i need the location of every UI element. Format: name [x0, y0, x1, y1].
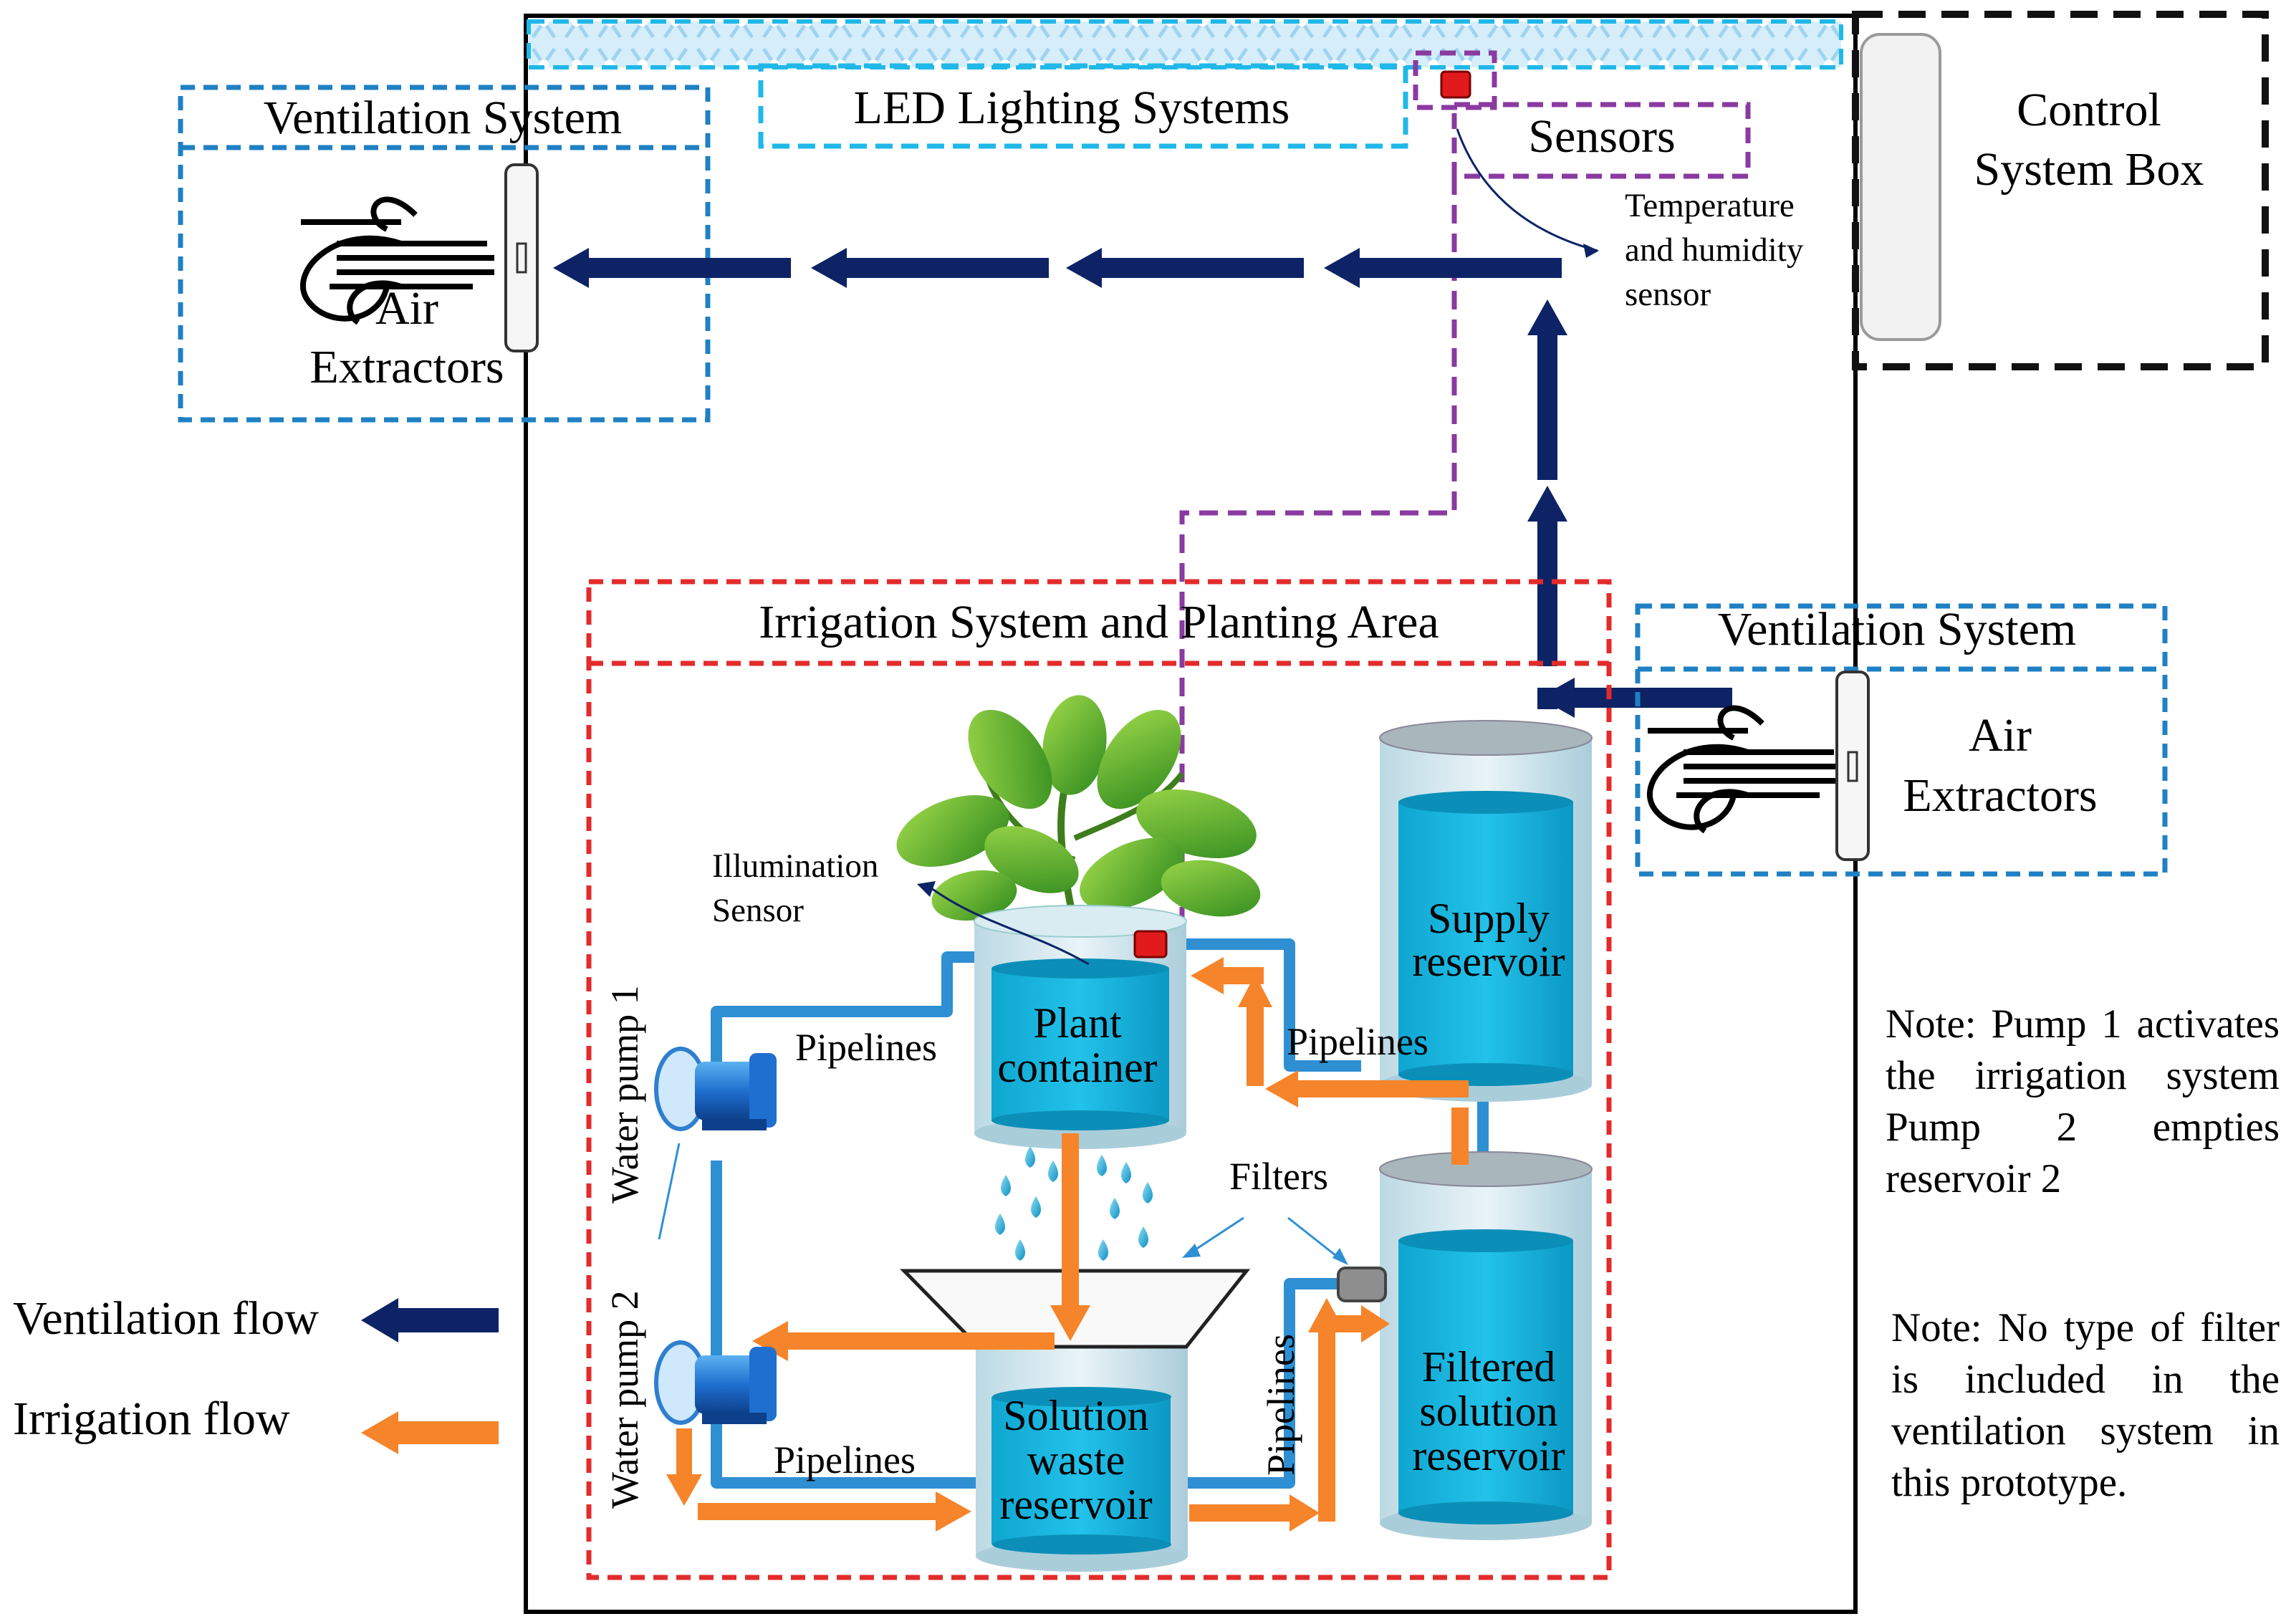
filtered-reservoir: [1379, 1151, 1593, 1540]
irrigation-area-box: [586, 579, 1612, 1580]
water-pump-icon: [654, 1340, 777, 1425]
sensor-icon: [1133, 930, 1168, 958]
filtered-reservoir-label-1: Filtered: [1422, 1343, 1556, 1390]
pipelines-label-1: Pipelines: [795, 1026, 937, 1069]
plant-container-label-1: Plant: [1033, 999, 1122, 1047]
illumination-sensor-pointer: [931, 887, 1090, 966]
sensors-label: Sensors: [1528, 110, 1675, 163]
ventilation-system-left-box: [178, 85, 711, 423]
legend: Ventilation flow Irrigation flow: [13, 1292, 499, 1454]
temp-sensor-label-2: and humidity: [1625, 231, 1804, 269]
water-pump-2-label: Water pump 2: [603, 1290, 646, 1509]
fan-wind-icon: [1647, 705, 1841, 834]
note-pump: Note: Pump 1 activates the irrigation sy…: [1886, 1001, 2280, 1201]
waste-reservoir-label-3: reservoir: [999, 1481, 1152, 1528]
air-extractor-icon: [504, 163, 539, 352]
led-lighting-box: [758, 63, 1408, 149]
air-extractors-right-label-2: Extractors: [1903, 769, 2097, 822]
control-panel-icon: [1860, 33, 1941, 341]
illumination-sensor-label-2: Sensor: [712, 892, 804, 929]
filtered-reservoir-label-2: solution: [1419, 1388, 1557, 1435]
air-extractors-left-label-1: Air: [375, 282, 438, 335]
filtered-reservoir-label-3: reservoir: [1412, 1432, 1565, 1479]
plant-container-label-2: container: [997, 1044, 1157, 1091]
ventilation-system-right-title: Ventilation System: [1718, 603, 2076, 655]
led-strip-icon: [527, 19, 1843, 69]
supply-reservoir-label-1: Supply: [1428, 895, 1550, 942]
control-box-label-1: Control: [2017, 84, 2161, 136]
led-lighting-label: LED Lighting Systems: [854, 82, 1290, 134]
legend-irrigation-label: Irrigation flow: [13, 1393, 290, 1445]
water-pump-1-label: Water pump 1: [603, 985, 646, 1203]
fan-wind-icon: [300, 196, 494, 325]
legend-irrigation-swatch: [361, 1411, 398, 1454]
air-extractor-icon: [1835, 671, 1870, 861]
waste-reservoir-label-2: waste: [1027, 1436, 1125, 1484]
irrigation-area-title: Irrigation System and Planting Area: [759, 596, 1439, 648]
filters-label: Filters: [1229, 1155, 1328, 1198]
waste-reservoir-label-1: Solution: [1003, 1392, 1148, 1439]
pipelines-label-2: Pipelines: [1287, 1020, 1428, 1063]
ventilation-flow-arrows: [553, 248, 1732, 718]
note-filter: Note: No type of filter is included in t…: [1891, 1305, 2280, 1505]
pipelines-label-3: Pipelines: [774, 1438, 916, 1481]
water-pump-icon: [654, 1047, 777, 1131]
irrigation-flow-arrows: [666, 957, 1469, 1532]
illumination-sensor-label-1: Illumination: [712, 847, 878, 885]
ventilation-system-left-title: Ventilation System: [264, 92, 622, 144]
legend-ventilation-swatch: [361, 1298, 398, 1342]
air-extractors-right-label-1: Air: [1969, 709, 2032, 761]
control-system-box: [1852, 11, 2269, 370]
temp-sensor-label-3: sensor: [1625, 276, 1711, 313]
sensor-icon: [1440, 70, 1471, 99]
temp-sensor-label-1: Temperature: [1625, 187, 1795, 224]
control-box-label-2: System Box: [1974, 143, 2204, 196]
plant-icon: [896, 695, 1261, 926]
water-droplets-icon: [995, 1146, 1153, 1261]
temp-sensor-pointer: [1456, 128, 1598, 252]
sensors-box: [1451, 102, 1751, 179]
supply-reservoir-label-2: reservoir: [1412, 938, 1565, 985]
filter-unit-icon: [1337, 1267, 1387, 1302]
pipelines-label-4: Pipelines: [1259, 1334, 1302, 1476]
waste-reservoir: [976, 1347, 1188, 1572]
ventilation-system-right-box: [1635, 603, 2168, 877]
legend-ventilation-label: Ventilation flow: [13, 1292, 319, 1345]
sensor-mount-box: [1413, 50, 1497, 110]
air-extractors-left-label-2: Extractors: [309, 341, 504, 393]
